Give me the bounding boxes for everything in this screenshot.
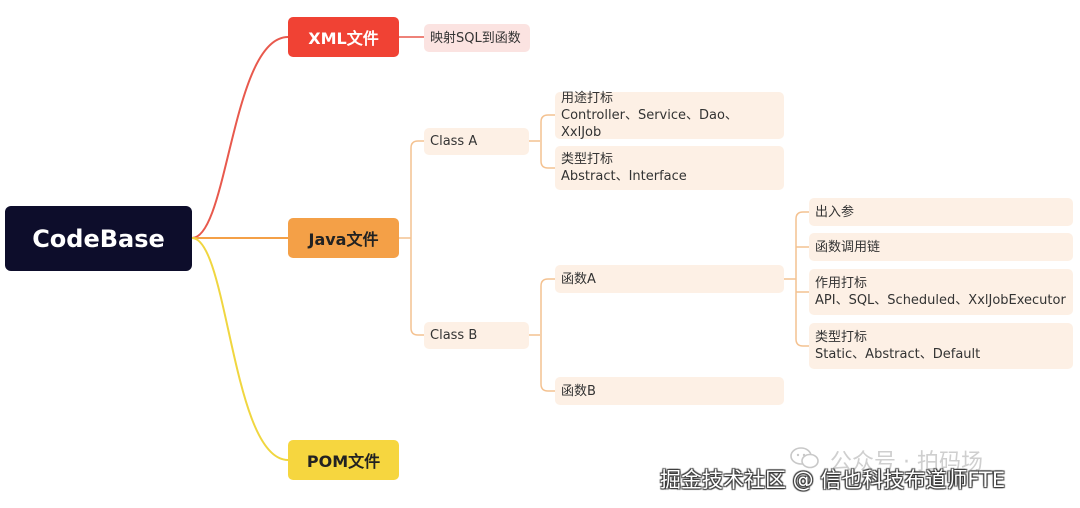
link-root-pom [191,237,289,461]
link-classb-children [529,278,555,392]
func-a-role-node[interactable]: 作用打标 API、SQL、Scheduled、XxlJobExecutor [809,269,1073,315]
xml-mapping-label: 映射SQL到函数 [430,30,521,46]
link-classa-children [529,114,555,169]
func-a-params-label: 出入参 [815,204,855,220]
func-a-type-title: 类型打标 [815,330,868,345]
wechat-icon [790,447,819,469]
watermark-credit: 掘金技术社区 @ 信也科技布道师FTE [660,468,1006,492]
pom-file-node[interactable]: POM文件 [288,440,399,480]
link-root-xml [191,36,289,239]
class-a-node[interactable]: Class A [424,128,529,155]
func-b-label: 函数B [561,383,596,399]
class-a-label: Class A [430,134,478,149]
java-file-node[interactable]: Java文件 [288,218,399,258]
func-b-node[interactable]: 函数B [555,377,784,405]
class-a-usage-detail: Controller、Service、Dao、XxlJob [561,108,738,140]
func-a-role-detail: API、SQL、Scheduled、XxlJobExecutor [815,293,1066,308]
func-a-type-detail: Static、Abstract、Default [815,347,981,362]
watermark-account: 公众号 · 拍码场 [830,450,983,475]
xml-file-node[interactable]: XML文件 [288,17,399,57]
class-a-type-detail: Abstract、Interface [561,169,687,184]
func-a-params-node[interactable]: 出入参 [809,198,1073,226]
class-b-node[interactable]: Class B [424,322,529,349]
class-a-usage-node[interactable]: 用途打标 Controller、Service、Dao、XxlJob [555,91,784,140]
func-a-role-title: 作用打标 [815,276,868,291]
class-a-usage-title: 用途打标 [561,91,614,106]
func-a-callchain-node[interactable]: 函数调用链 [809,233,1073,261]
link-funca-children [784,211,809,347]
root-node[interactable]: CodeBase [5,206,192,271]
class-a-type-node[interactable]: 类型打标 Abstract、Interface [555,146,784,190]
class-a-type-title: 类型打标 [561,152,614,167]
func-a-node[interactable]: 函数A [555,265,784,293]
class-b-label: Class B [430,328,478,343]
xml-mapping-node[interactable]: 映射SQL到函数 [424,24,530,52]
func-a-type-node[interactable]: 类型打标 Static、Abstract、Default [809,323,1073,369]
link-java-classes [399,140,424,336]
func-a-label: 函数A [561,271,596,287]
func-a-callchain-label: 函数调用链 [815,239,881,255]
